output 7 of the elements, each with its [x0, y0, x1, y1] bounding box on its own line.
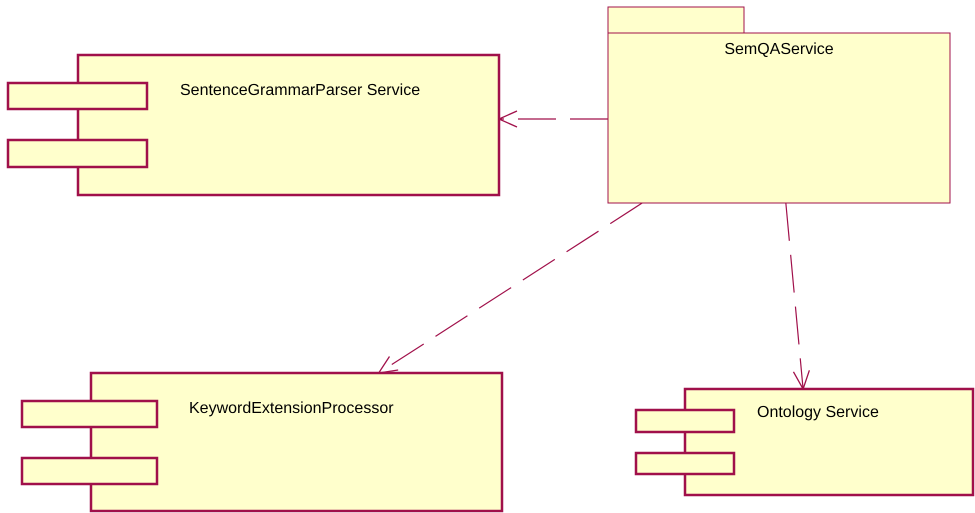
component-name: Ontology Service — [757, 404, 879, 422]
dependency-arrow — [785, 202, 810, 390]
component-name: SemQAService — [723, 41, 835, 59]
component-name: KeywordExtensionProcessor — [189, 400, 394, 418]
dependency-arrow — [378, 202, 643, 374]
dependency-arrow — [498, 110, 608, 128]
component-name: SentenceGrammarParser Service — [180, 82, 420, 100]
